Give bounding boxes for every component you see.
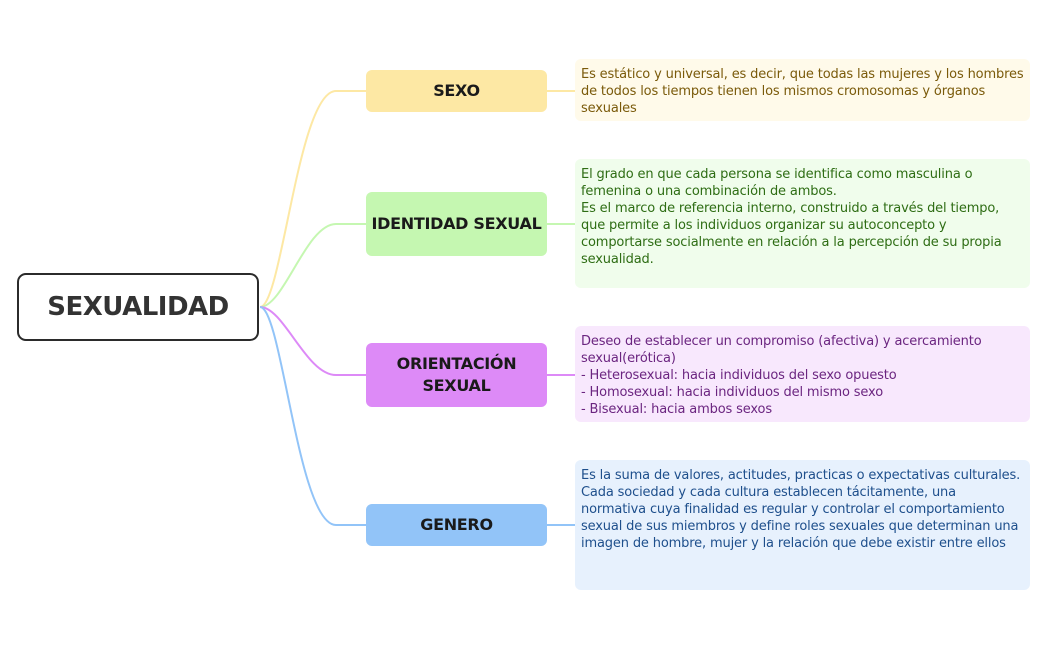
connector-sexo	[259, 90, 366, 308]
note-identidad-sexual: El grado en que cada persona se identifi…	[575, 159, 1030, 288]
connector-identidad	[259, 223, 366, 308]
node-orientacion-sexual[interactable]: ORIENTACIÓN SEXUAL	[366, 343, 547, 407]
note-sexo: Es estático y universal, es decir, que t…	[575, 59, 1030, 121]
root-node-sexualidad[interactable]: SEXUALIDAD	[17, 273, 259, 341]
connector-orientacion	[259, 306, 366, 376]
connector-genero	[259, 306, 366, 526]
note-genero: Es la suma de valores, actitudes, practi…	[575, 460, 1030, 590]
note-orientacion-sexual: Deseo de establecer un compromiso (afect…	[575, 326, 1030, 422]
node-identidad-sexual[interactable]: IDENTIDAD SEXUAL	[366, 192, 547, 256]
node-genero[interactable]: GENERO	[366, 504, 547, 546]
node-sexo[interactable]: SEXO	[366, 70, 547, 112]
